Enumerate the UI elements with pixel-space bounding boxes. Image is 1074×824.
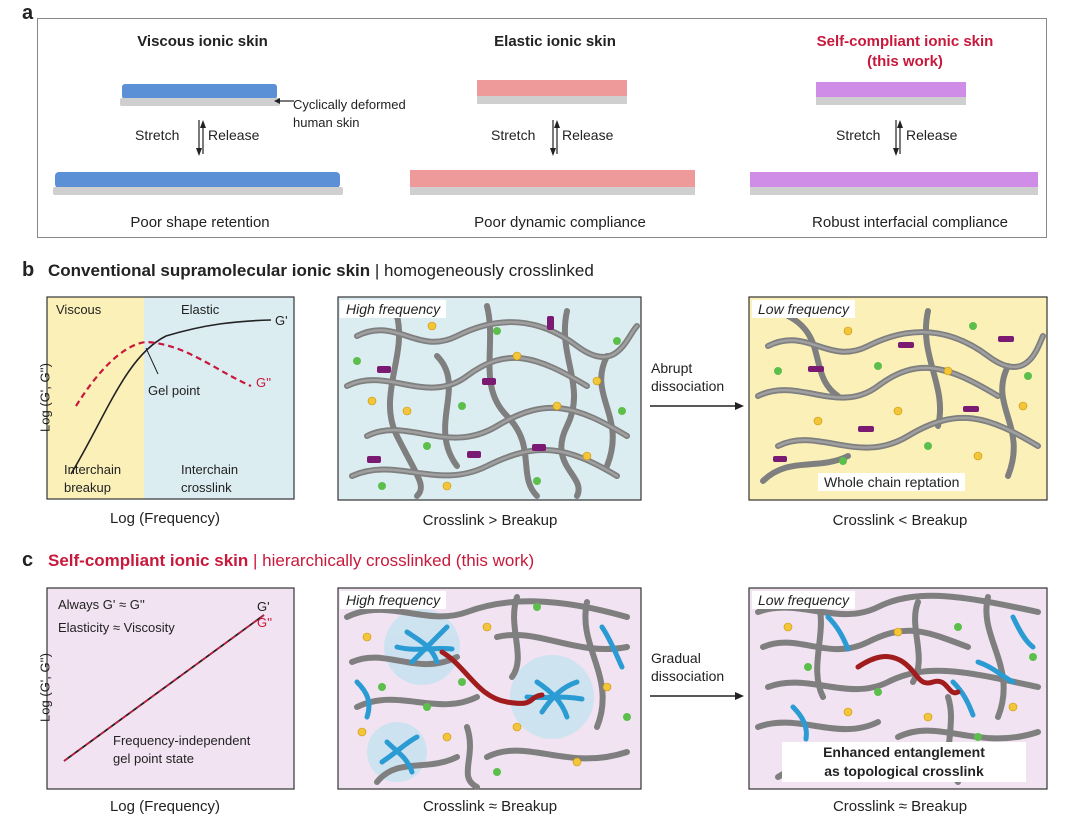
abrupt-label-2: dissociation (651, 378, 725, 394)
compliant-skin-title: Self-compliant ionic skin (816, 33, 994, 50)
storage-modulus-label: G' (275, 313, 288, 328)
stretch-release-arrows-3 (893, 120, 903, 156)
interchain-breakup-1: Interchain (64, 462, 122, 477)
interchain-crosslink-1: Interchain (181, 462, 239, 477)
low-frequency-label-b: Low frequency (752, 300, 856, 318)
panel-b-title-rest: | homogeneously crosslinked (370, 261, 594, 280)
interchain-breakup-2: breakup (64, 480, 111, 495)
panel-c-title: Self-compliant ionic skin | hierarchical… (48, 551, 534, 571)
loss-modulus-label-c: G'' (257, 615, 273, 630)
stretch-release-arrows-1 (196, 120, 206, 156)
abrupt-dissociation-arrow (650, 402, 744, 410)
stretch-label-2: Stretch (491, 127, 536, 143)
always-equal-label: Always G' ≈ G'' (58, 597, 145, 612)
elastic-skin-relaxed (477, 80, 627, 96)
viscous-caption: Poor shape retention (130, 214, 270, 231)
release-label-1: Release (208, 127, 260, 143)
entanglement-label-1: Enhanced entanglement (823, 744, 985, 760)
reptation-label: Whole chain reptation (818, 473, 966, 491)
panel-c-title-bold: Self-compliant ionic skin (48, 551, 249, 570)
panel-b-title: Conventional supramolecular ionic skin |… (48, 261, 594, 281)
release-label-2: Release (562, 127, 614, 143)
stretch-label-3: Stretch (836, 127, 881, 143)
gradual-label-1: Gradual (651, 650, 701, 666)
abrupt-label-1: Abrupt (651, 360, 693, 376)
panel-b-title-bold: Conventional supramolecular ionic skin (48, 261, 371, 280)
panel-c-modulus-graph (46, 587, 295, 790)
panel-b-modulus-graph (46, 296, 295, 500)
viscous-region-label: Viscous (56, 302, 102, 317)
viscous-skin-relaxed (122, 84, 277, 99)
panel-c-caption-right: Crosslink ≈ Breakup (832, 798, 968, 815)
cyclic-skin-label-2: human skin (293, 115, 360, 130)
human-skin-base-3b (750, 187, 1038, 195)
viscous-skin-title: Viscous ionic skin (137, 33, 268, 50)
human-skin-base-3 (816, 97, 966, 105)
stretch-label-1: Stretch (135, 127, 180, 143)
loss-modulus-label: G'' (256, 375, 272, 390)
panel-c-caption-left: Crosslink ≈ Breakup (422, 798, 558, 815)
elastic-skin-title: Elastic ionic skin (494, 33, 616, 50)
panel-b-high-frequency-network (337, 296, 642, 501)
human-skin-base-2b (410, 187, 695, 195)
freq-independent-label-1: Frequency-independent (113, 733, 251, 748)
panel-c-letter: c (22, 549, 34, 571)
panel-b-low-frequency-network (748, 296, 1048, 501)
gradual-dissociation-arrow (650, 692, 744, 700)
compliant-skin-relaxed (816, 82, 966, 98)
elastic-skin-stretched (410, 170, 695, 187)
entanglement-label: Enhanced entanglement as topological cro… (782, 742, 1026, 782)
compliant-skin-subtitle: (this work) (867, 53, 943, 70)
freq-independent-label-2: gel point state (113, 751, 194, 766)
panel-a-letter: a (22, 2, 34, 24)
viscous-skin-stretched (55, 172, 340, 188)
panel-b-xlabel: Log (Frequency) (109, 510, 221, 527)
low-frequency-label-c: Low frequency (752, 591, 856, 609)
annotation-arrow (274, 98, 294, 104)
panel-c-high-frequency-network (337, 587, 642, 790)
panel-c-xlabel: Log (Frequency) (109, 798, 221, 815)
interchain-crosslink-2: crosslink (181, 480, 232, 495)
stretch-release-arrows-2 (550, 120, 560, 156)
panel-b-caption-right: Crosslink < Breakup (832, 512, 968, 529)
storage-modulus-label-c: G' (257, 599, 270, 614)
human-skin-base-2 (477, 96, 627, 104)
gel-point-label: Gel point (148, 383, 201, 398)
entanglement-label-2: as topological crosslink (824, 763, 984, 779)
panel-c-title-rest: | hierarchically crosslinked (this work) (248, 551, 535, 570)
gradual-label-2: dissociation (651, 668, 725, 684)
panel-c-ylabel: Log (G', G'') (37, 653, 53, 722)
release-label-3: Release (906, 127, 958, 143)
elastic-region-label: Elastic (181, 302, 220, 317)
panel-b-ylabel: Log (G', G'') (37, 363, 53, 432)
panel-b-caption-left: Crosslink > Breakup (422, 512, 558, 529)
elasticity-viscosity-label: Elasticity ≈ Viscosity (58, 620, 175, 635)
panel-b-letter: b (22, 259, 35, 281)
high-frequency-label-b: High frequency (340, 300, 447, 318)
compliant-skin-stretched (750, 172, 1038, 188)
cyclic-skin-label-1: Cyclically deformed (293, 97, 406, 112)
human-skin-base-1b (53, 187, 343, 195)
panel-a-frame (37, 18, 1047, 238)
high-frequency-label-c: High frequency (340, 591, 447, 609)
human-skin-base-1 (120, 98, 280, 106)
compliant-caption: Robust interfacial compliance (812, 214, 1008, 231)
elastic-caption: Poor dynamic compliance (474, 214, 646, 231)
